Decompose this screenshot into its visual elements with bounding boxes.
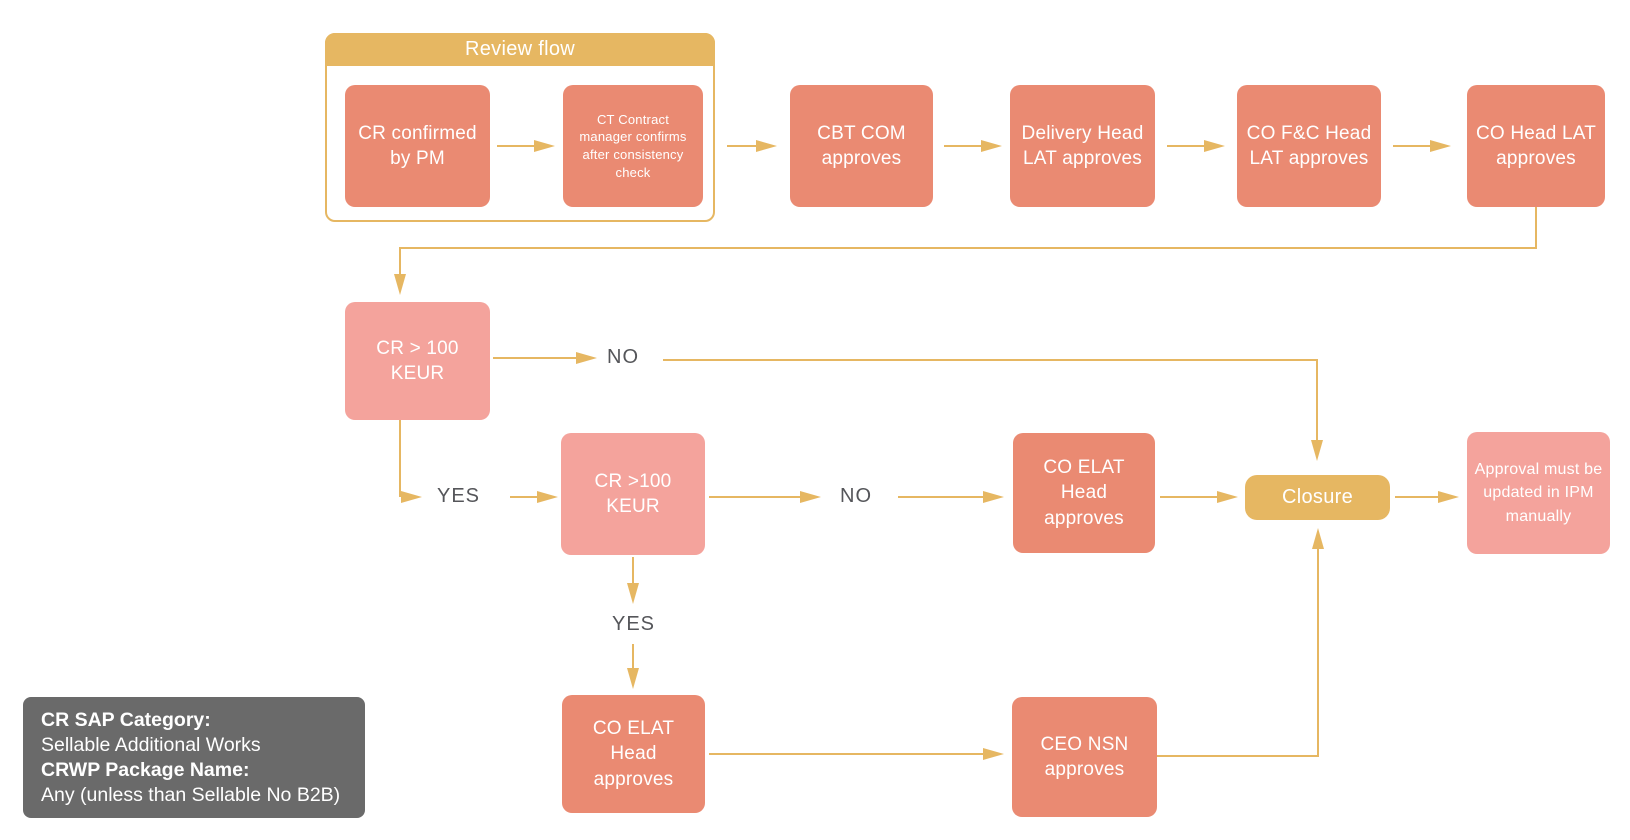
arrowhead-down-icon xyxy=(627,668,639,689)
arrow-line xyxy=(1395,496,1439,498)
info-line-cr-sap-category-value: Sellable Additional Works xyxy=(41,734,261,756)
arrowhead-right-icon xyxy=(983,748,1004,760)
arrow-line xyxy=(632,644,634,669)
arrowhead-right-icon xyxy=(1430,140,1451,152)
node-delivery-head-lat-approves: Delivery Head LAT approves xyxy=(1010,85,1155,207)
node-cr-over-100-keur-second: CR >100 KEUR xyxy=(561,433,705,555)
arrowhead-down-icon xyxy=(1311,440,1323,461)
arrow-line xyxy=(944,145,982,147)
label-no-2: NO xyxy=(840,485,872,507)
arrow-line xyxy=(493,357,577,359)
arrowhead-up-icon xyxy=(1312,528,1324,549)
arrowhead-right-icon xyxy=(981,140,1002,152)
node-co-elat-head-approves-mid: CO ELAT Head approves xyxy=(1013,433,1155,553)
arrowhead-right-icon xyxy=(756,140,777,152)
arrowhead-right-icon xyxy=(1217,491,1238,503)
connector-line xyxy=(399,249,401,275)
connector-line xyxy=(1316,359,1318,441)
arrow-line xyxy=(898,496,984,498)
label-no-1: NO xyxy=(607,346,639,368)
node-ct-contract-manager: CT Contract manager confirms after consi… xyxy=(563,85,703,207)
arrowhead-right-icon xyxy=(537,491,558,503)
arrowhead-down-icon xyxy=(627,583,639,604)
connector-line xyxy=(663,359,1318,361)
label-yes-1: YES xyxy=(437,485,481,507)
arrow-line xyxy=(1160,496,1218,498)
review-flow-group: Review flow xyxy=(325,33,715,222)
node-cr-over-100-keur-first: CR > 100 KEUR xyxy=(345,302,490,420)
connector-line xyxy=(1535,207,1537,249)
connector-line xyxy=(1317,548,1319,757)
cr-sap-info-box: CR SAP Category: Sellable Additional Wor… xyxy=(23,697,365,818)
node-ceo-nsn-approves: CEO NSN approves xyxy=(1012,697,1157,817)
node-co-elat-head-approves-bottom: CO ELAT Head approves xyxy=(562,695,705,813)
arrowhead-right-icon xyxy=(576,352,597,364)
connector-line xyxy=(399,420,401,497)
connector-line xyxy=(1157,755,1319,757)
arrow-line xyxy=(510,496,538,498)
node-co-head-lat-approves: CO Head LAT approves xyxy=(1467,85,1605,207)
info-line-crwp-package-title: CRWP Package Name: xyxy=(41,759,250,781)
arrowhead-right-icon xyxy=(1204,140,1225,152)
arrowhead-down-icon xyxy=(394,274,406,295)
node-closure: Closure xyxy=(1245,475,1390,520)
node-cr-confirmed-by-pm: CR confirmed by PM xyxy=(345,85,490,207)
info-line-cr-sap-category-title: CR SAP Category: xyxy=(41,709,211,731)
arrowhead-right-icon xyxy=(401,491,422,503)
arrow-line xyxy=(709,496,801,498)
arrow-line xyxy=(1167,145,1205,147)
connector-line xyxy=(399,247,1537,249)
label-yes-2: YES xyxy=(612,613,656,635)
arrow-line xyxy=(632,557,634,584)
arrowhead-right-icon xyxy=(1438,491,1459,503)
arrow-line xyxy=(1393,145,1431,147)
node-co-fc-head-lat-approves: CO F&C Head LAT approves xyxy=(1237,85,1381,207)
node-cbt-com-approves: CBT COM approves xyxy=(790,85,933,207)
review-flow-group-title: Review flow xyxy=(325,33,715,66)
arrowhead-right-icon xyxy=(534,140,555,152)
info-line-crwp-package-value: Any (unless than Sellable No B2B) xyxy=(41,784,341,806)
node-ipm-manual-update-note: Approval must be updated in IPM manually xyxy=(1467,432,1610,554)
arrowhead-right-icon xyxy=(983,491,1004,503)
arrow-line xyxy=(709,753,984,755)
arrow-line xyxy=(497,145,535,147)
arrowhead-right-icon xyxy=(800,491,821,503)
arrow-line xyxy=(727,145,757,147)
